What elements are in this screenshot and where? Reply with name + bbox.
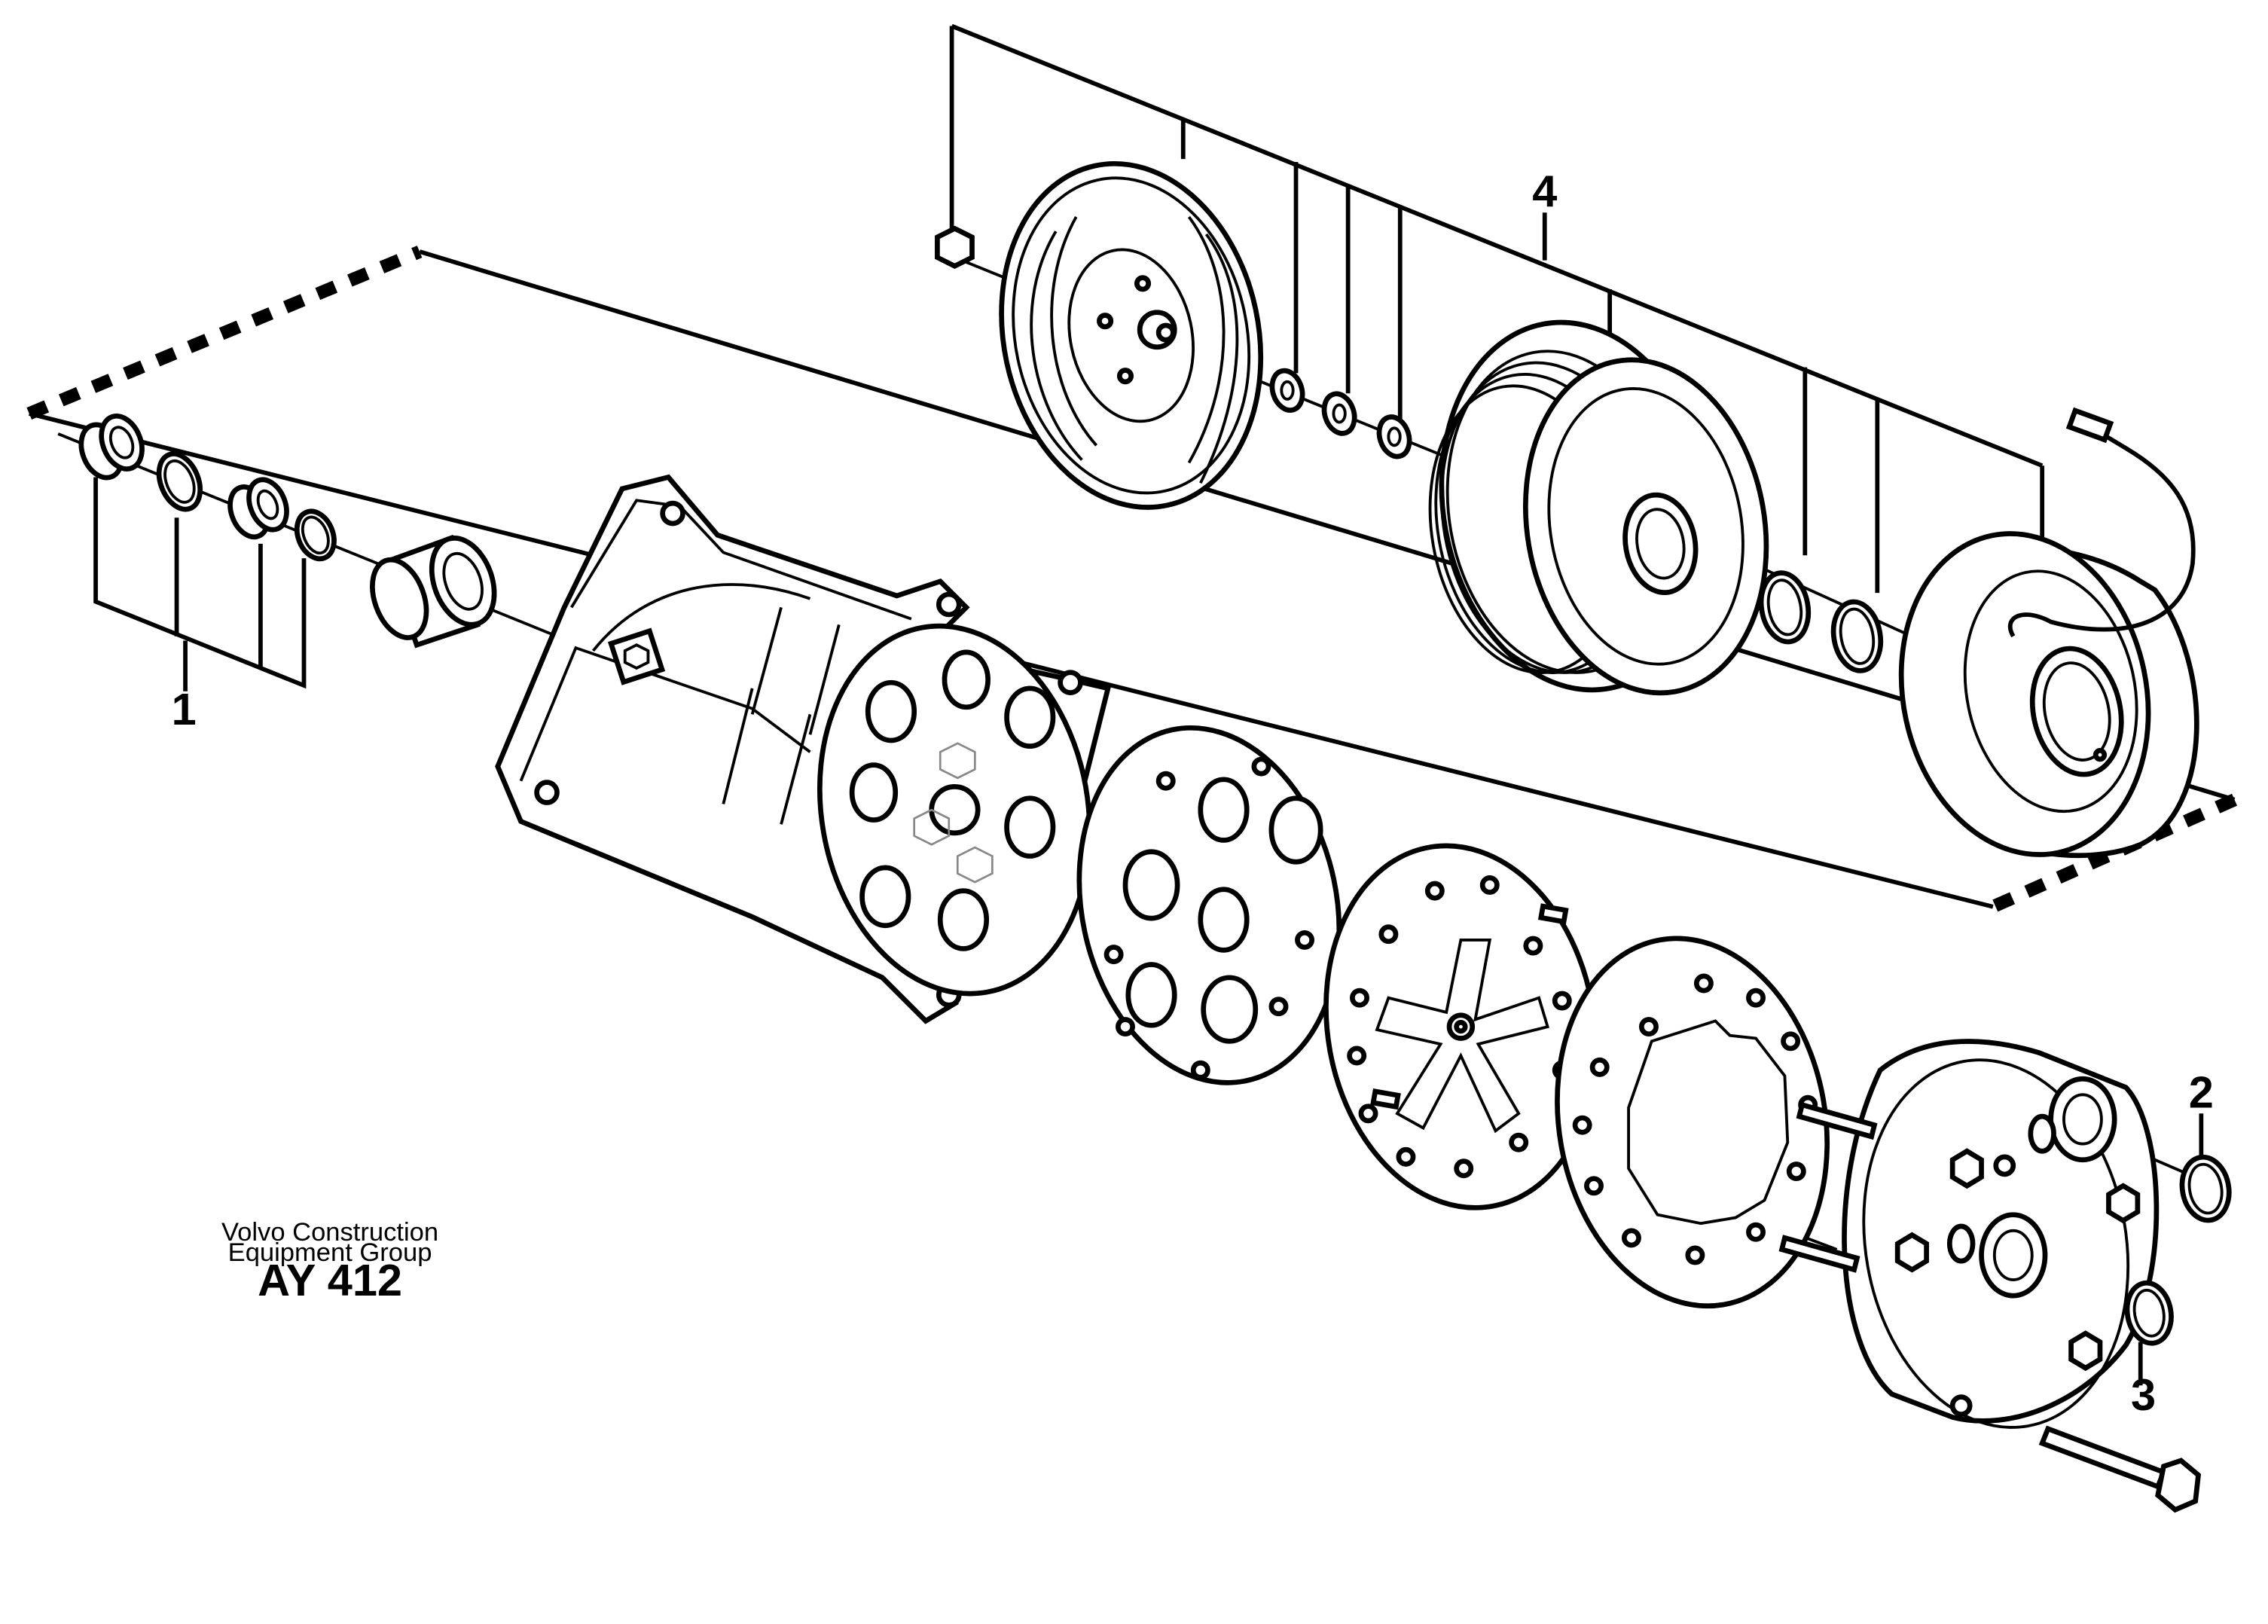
credit-company-line1: Volvo Construction: [221, 1218, 438, 1247]
o-ring-b: [294, 508, 337, 562]
callout-1: 1: [172, 684, 197, 734]
head-bolts: [1778, 1101, 2202, 1513]
clutch-pulley: [1428, 319, 1769, 696]
head-gasket: [1555, 936, 1830, 1309]
clutch-shims: [1269, 368, 1412, 459]
valve-plate-gasket: [1076, 725, 1342, 1085]
through-bolt: [2038, 1425, 2202, 1513]
drawing-code: AY 412: [258, 1255, 402, 1305]
callout-2: 2: [2189, 1067, 2214, 1118]
field-coil: [1898, 407, 2199, 858]
seal-kit-parts: [78, 414, 337, 562]
cylinder-head: [1842, 1039, 2160, 1429]
clutch-hub-plate: [935, 160, 1264, 510]
compressor-front-face: [817, 623, 1092, 997]
shaft-seal: [227, 477, 289, 540]
fill-plug: [607, 627, 666, 685]
port-o-rings: [2124, 1113, 2232, 1386]
valve-plate: [1323, 843, 1598, 1210]
bearing-sleeve: [370, 534, 497, 649]
callout-1-bracket: [93, 477, 307, 691]
credit-block: Volvo Construction Equipment Group AY 41…: [221, 1218, 438, 1305]
coil-lead-wire: [2007, 407, 2196, 638]
snap-rings: [1758, 570, 1884, 673]
callout-labels: 1 2 3 4: [172, 166, 2214, 1420]
credit-company-line2: Equipment Group: [228, 1238, 432, 1267]
seal-sleeve: [78, 414, 145, 481]
o-ring-a: [156, 451, 203, 512]
callout-4: 4: [1532, 166, 1557, 217]
callout-3: 3: [2131, 1369, 2156, 1420]
